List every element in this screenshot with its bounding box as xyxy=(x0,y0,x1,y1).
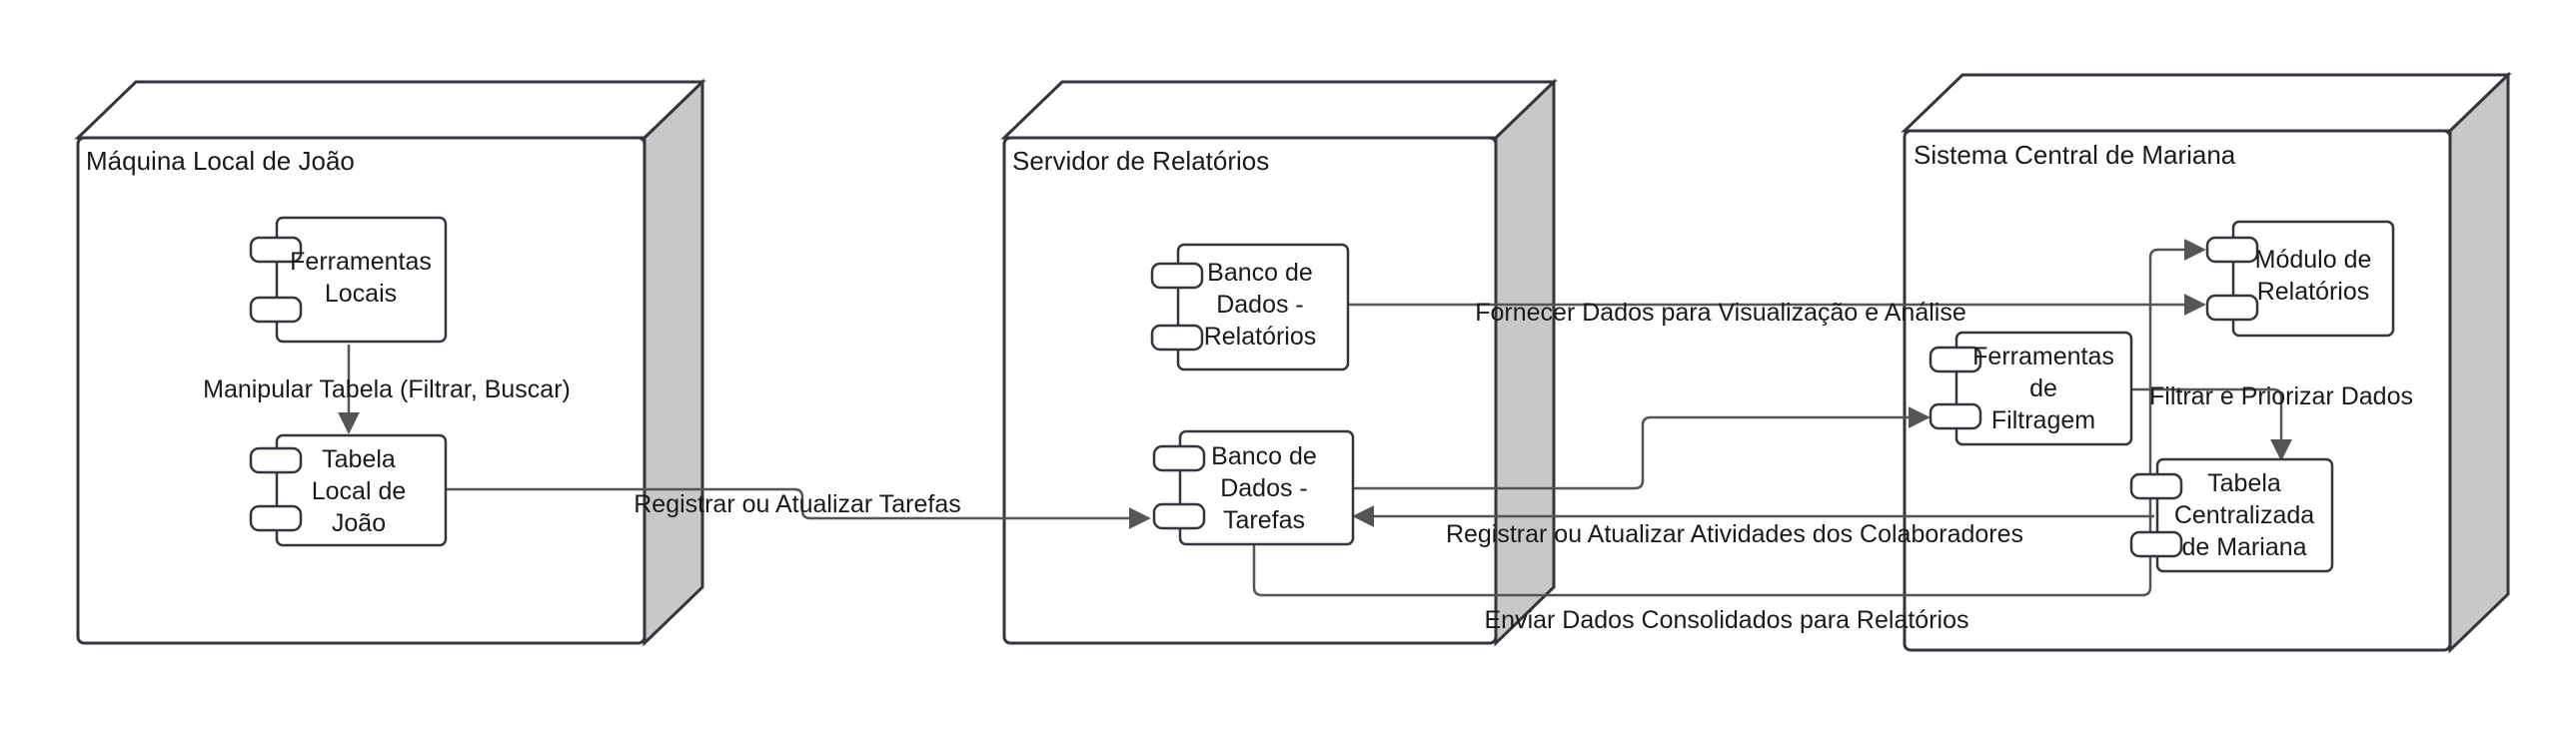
component-tab-icon xyxy=(1152,444,1206,472)
component-ferramentas-locais[interactable]: Ferramentas Locais xyxy=(249,216,448,344)
node-side-face xyxy=(2448,71,2510,654)
node-top-face xyxy=(74,80,706,140)
edge-label-fornecer-dados: Fornecer Dados para Visualização e Análi… xyxy=(1475,299,1966,327)
node-title: Sistema Central de Mariana xyxy=(1914,140,2236,170)
component-label-line: Banco de xyxy=(1211,442,1317,470)
component-tab-icon xyxy=(2205,236,2259,264)
component-body xyxy=(275,216,448,344)
component-label-line: Dados - xyxy=(1216,291,1304,319)
edge-tarefas-filtragem xyxy=(1352,406,1931,490)
edge-enviar-dados xyxy=(1252,239,2206,597)
component-tab-icon xyxy=(249,504,303,532)
component-tab-icon xyxy=(249,296,303,324)
component-label-line: Tarefas xyxy=(1223,506,1305,534)
edge-label-filtrar-priorizar: Filtrar e Priorizar Dados xyxy=(2149,382,2413,410)
component-body xyxy=(1176,243,1350,371)
edge-label-registrar-tarefas: Registrar ou Atualizar Tarefas xyxy=(634,490,960,518)
component-label-line: Locais xyxy=(325,280,397,308)
node-title: Máquina Local de João xyxy=(86,146,355,176)
component-banco-dados-relatorios[interactable]: Banco de Dados - Relatórios xyxy=(1150,243,1350,371)
component-body xyxy=(1178,429,1355,546)
component-tab-icon xyxy=(249,446,303,474)
component-label-line: Dados - xyxy=(1220,474,1308,502)
component-label-line: Filtragem xyxy=(1991,406,2095,434)
edge-registrar-tarefas xyxy=(446,487,1151,529)
component-tabela-local-joao[interactable]: Tabela Local de João xyxy=(249,433,448,547)
component-label-line: Módulo de xyxy=(2255,246,2372,274)
edge-label-registrar-atividades: Registrar ou Atualizar Atividades dos Co… xyxy=(1446,520,2023,548)
component-tab-icon xyxy=(2129,530,2183,558)
component-tabela-centralizada-mariana[interactable]: Tabela Centralizada de Mariana xyxy=(2129,457,2334,573)
node-top-face xyxy=(1901,73,2512,133)
component-tab-icon xyxy=(1150,324,1204,352)
node-maquina-local-joao[interactable]: Máquina Local de João xyxy=(74,78,706,647)
node-top-face xyxy=(1000,80,1558,140)
component-label-line: de xyxy=(2029,374,2057,402)
component-modulo-relatorios[interactable]: Módulo de Relatórios xyxy=(2205,220,2395,338)
component-ferramentas-filtragem[interactable]: Ferramentas de Filtragem xyxy=(1929,331,2133,446)
component-label-line: Ferramentas xyxy=(290,248,432,276)
component-tab-icon xyxy=(1152,502,1206,530)
component-tab-icon xyxy=(2129,472,2183,500)
component-tab-icon xyxy=(1929,346,1982,373)
component-label-line: Tabela xyxy=(2207,469,2281,497)
component-label-line: Banco de xyxy=(1207,259,1313,287)
component-label-line: Local de xyxy=(312,477,407,505)
component-body xyxy=(2155,457,2334,573)
node-title: Servidor de Relatórios xyxy=(1012,146,1269,176)
component-banco-dados-tarefas[interactable]: Banco de Dados - Tarefas xyxy=(1152,429,1355,546)
component-label-line: João xyxy=(332,509,386,537)
component-label-line: Tabela xyxy=(322,445,396,473)
component-tab-icon xyxy=(1929,402,1982,430)
edge-label-enviar-dados: Enviar Dados Consolidados para Relatório… xyxy=(1485,606,1969,634)
component-body xyxy=(1954,331,2133,446)
node-front-face xyxy=(76,136,646,645)
component-label-line: Ferramentas xyxy=(1972,343,2114,370)
edge-label-manipular-tabela: Manipular Tabela (Filtrar, Buscar) xyxy=(203,375,571,403)
component-label-line: Relatórios xyxy=(1204,323,1317,351)
component-label-line: de Mariana xyxy=(2181,533,2306,561)
node-side-face xyxy=(1494,78,1556,647)
component-body xyxy=(275,433,448,547)
component-label-line: Centralizada xyxy=(2174,501,2314,529)
node-front-face xyxy=(1002,136,1498,645)
component-label-line: Relatórios xyxy=(2257,278,2370,306)
component-tab-icon xyxy=(249,236,303,264)
node-side-face xyxy=(643,78,704,647)
edge-filtrar-priorizar xyxy=(2131,387,2292,461)
component-tab-icon xyxy=(1150,262,1204,290)
component-tab-icon xyxy=(2205,294,2259,322)
component-body xyxy=(2231,220,2395,338)
